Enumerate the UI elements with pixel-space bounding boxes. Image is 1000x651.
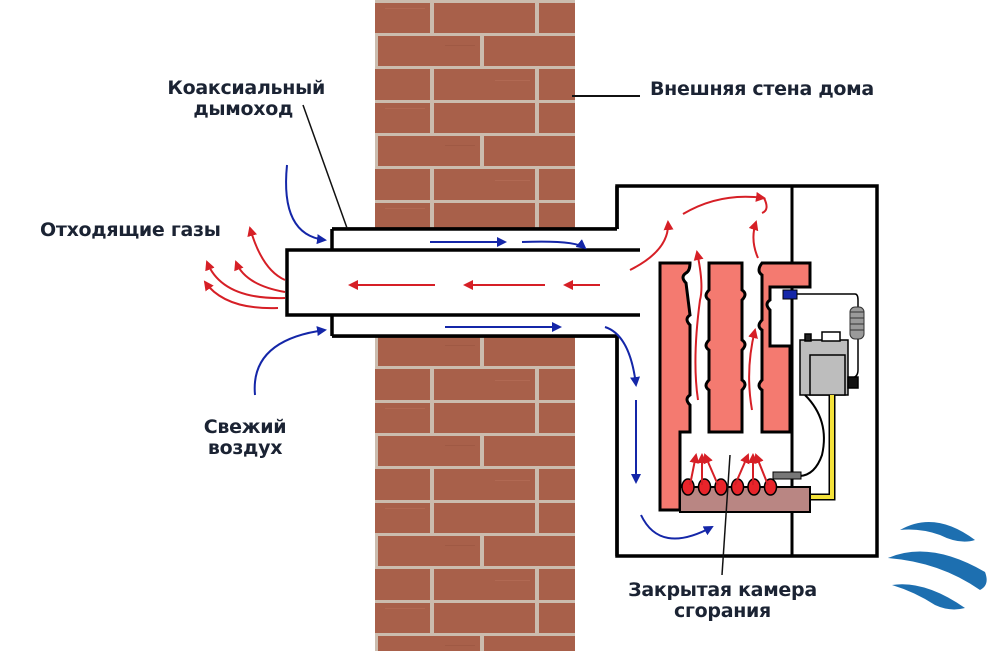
label-line: воздух bbox=[207, 437, 283, 459]
exhaust-arrow bbox=[203, 280, 279, 310]
flame-arrow bbox=[689, 453, 700, 486]
air-arrow bbox=[285, 164, 327, 245]
exhaust-arrow bbox=[693, 250, 704, 401]
ignition-electrode bbox=[772, 471, 802, 480]
burner-flame bbox=[697, 478, 712, 496]
label-outer-wall: Внешняя стена дома bbox=[650, 78, 874, 100]
gas-valve bbox=[799, 331, 859, 396]
label-closed-chamber: Закрытая камера сгорания bbox=[610, 580, 835, 622]
label-line: Коаксиальный bbox=[167, 77, 325, 99]
air-flow-arrows bbox=[253, 164, 714, 540]
exhaust-arrow bbox=[682, 191, 766, 215]
flue-leader-line bbox=[302, 104, 348, 229]
globe-logo-icon bbox=[886, 513, 990, 617]
label-line: дымоход bbox=[193, 98, 293, 120]
air-arrow bbox=[640, 514, 714, 540]
air-arrow bbox=[604, 326, 641, 387]
flame-arrow bbox=[754, 453, 769, 486]
label-exhaust-gases: Отходящие газы bbox=[40, 219, 221, 241]
exhaust-arrow bbox=[761, 197, 768, 214]
capillary-coil bbox=[849, 306, 865, 340]
label-line: Свежий bbox=[203, 416, 287, 438]
exhaust-arrow bbox=[629, 220, 674, 271]
flame-arrow bbox=[703, 453, 719, 486]
label-line: Закрытая камера bbox=[628, 579, 817, 601]
exhaust-arrow bbox=[247, 226, 286, 281]
exhaust-arrow bbox=[748, 328, 758, 411]
label-line: сгорания bbox=[674, 600, 771, 622]
label-fresh-air: Свежий воздух bbox=[195, 417, 295, 459]
flame-arrow bbox=[734, 453, 750, 486]
ignition-wire bbox=[799, 394, 825, 477]
exhaust-arrow bbox=[748, 220, 759, 259]
heat-exchanger bbox=[658, 261, 812, 512]
burner-flame bbox=[681, 478, 695, 496]
air-arrow bbox=[521, 239, 587, 250]
exhaust-arrow bbox=[234, 260, 286, 293]
chamber-leader-line bbox=[721, 454, 731, 576]
temperature-sensor bbox=[782, 289, 798, 300]
exhaust-flow-arrows bbox=[203, 191, 769, 486]
label-coaxial-flue: Коаксиальный дымоход bbox=[140, 78, 325, 120]
exhaust-arrow bbox=[205, 260, 286, 300]
air-arrow bbox=[253, 326, 327, 396]
